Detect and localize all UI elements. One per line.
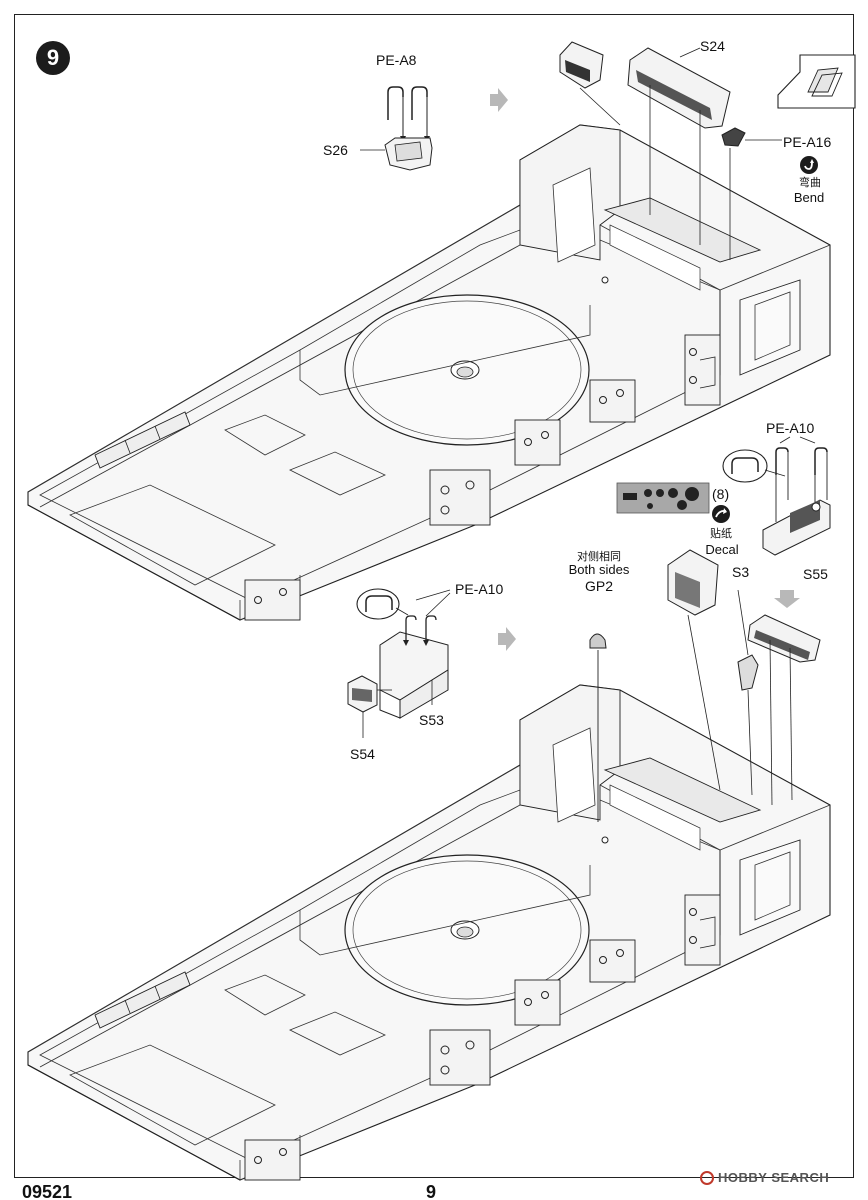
label-decal-en: Decal (705, 542, 739, 557)
s53-part (379, 631, 449, 719)
s54-part (347, 675, 392, 738)
s55-part (762, 499, 831, 556)
arrow-down-icon (774, 590, 800, 608)
s26-part (360, 137, 433, 171)
bend-detail-icon (777, 54, 856, 109)
page-number: 9 (426, 1182, 437, 1200)
label-s55: S55 (803, 566, 828, 582)
label-decal-cn: 贴纸 (710, 528, 732, 540)
label-decal-number: (8) (712, 486, 730, 502)
label-pe-a10-bottom: PE-A10 (455, 581, 504, 597)
label-bend-en: Bend (793, 190, 825, 205)
decal-part (616, 482, 710, 514)
step-number-badge: 9 (36, 41, 70, 75)
pe-a10-bottom-part (356, 588, 451, 646)
arrow-right-icon (498, 627, 516, 651)
label-s53: S53 (419, 712, 444, 728)
product-code: 09521 (22, 1182, 73, 1200)
label-s24: S24 (700, 38, 725, 54)
label-pe-a8: PE-A8 (376, 52, 417, 68)
pe-a8-part (387, 86, 430, 142)
s3-box-part (667, 549, 721, 791)
label-s54: S54 (350, 746, 375, 762)
watermark: HOBBY SEARCH (700, 1170, 829, 1185)
pe-a16-part (721, 127, 782, 260)
label-gp2: GP2 (584, 578, 613, 594)
label-both-sides-en: Both sides (568, 562, 630, 577)
s24-box-part (559, 41, 621, 126)
gp2-part (589, 633, 607, 822)
label-s3: S3 (732, 564, 750, 580)
s24-part (627, 47, 731, 245)
label-pe-a10-top: PE-A10 (766, 420, 815, 436)
s55-lower-part (747, 614, 821, 806)
watermark-text: HOBBY SEARCH (718, 1170, 830, 1185)
label-bend-cn: 弯曲 (799, 177, 821, 189)
watermark-logo-icon (700, 1171, 714, 1185)
decal-apply-icon (712, 505, 730, 523)
label-pe-a16: PE-A16 (783, 134, 832, 150)
page-frame (14, 14, 854, 1178)
label-s26: S26 (323, 142, 348, 158)
label-both-sides-cn: 对侧相同 (577, 551, 621, 563)
s3-part (737, 589, 759, 796)
arrow-right-icon (490, 88, 508, 112)
bend-icon (800, 156, 818, 174)
